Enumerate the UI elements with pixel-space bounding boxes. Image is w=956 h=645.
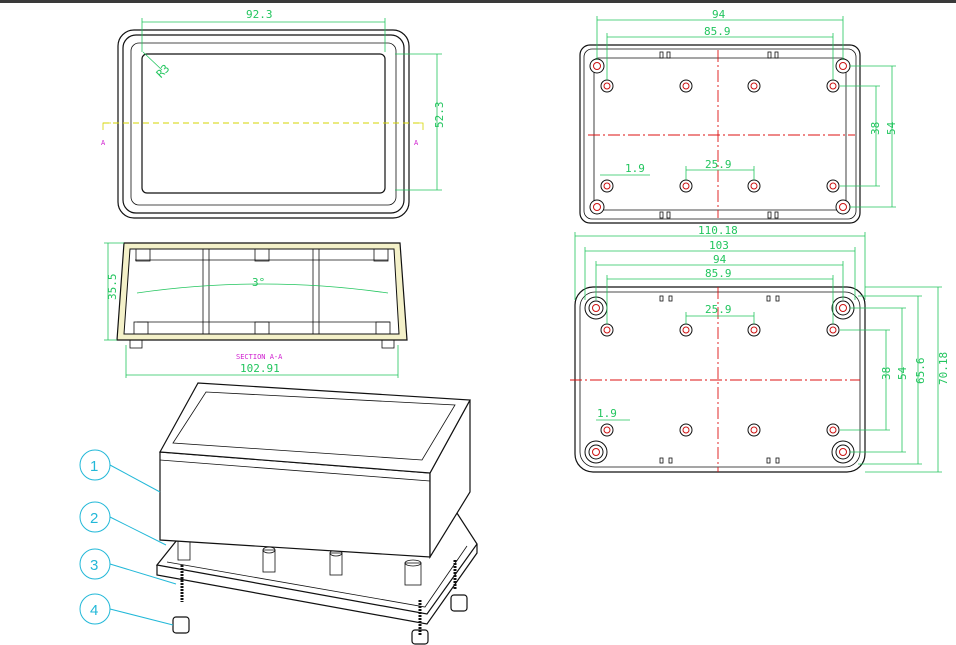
top-border-bar xyxy=(0,0,956,3)
isometric-view xyxy=(109,382,478,645)
section-title: SECTION A-A xyxy=(236,353,283,361)
upper-dim-94: 94 xyxy=(712,8,726,21)
lower-dim-103: 103 xyxy=(709,239,729,252)
top-width-dim: 92.3 xyxy=(246,8,273,21)
inside-view-lower: 110.18 103 94 85.9 25.9 1.9 38 54 xyxy=(570,224,950,473)
lower-dim-85-9: 85.9 xyxy=(705,267,732,280)
upper-dim-25-9: 25.9 xyxy=(705,158,732,171)
upper-dim-54: 54 xyxy=(885,121,898,135)
upper-dim-38: 38 xyxy=(869,122,882,135)
section-view: 3° 35.5 SECTION A-A 102.91 xyxy=(104,242,408,378)
lower-dim-65-6: 65.6 xyxy=(914,358,927,385)
section-marker-right: A xyxy=(414,139,419,147)
callout-2-label: 2 xyxy=(90,510,98,527)
lower-dim-38: 38 xyxy=(880,367,893,380)
lower-dim-110-18: 110.18 xyxy=(698,224,738,237)
callout-4-label: 4 xyxy=(90,602,98,619)
top-height-dim: 52.3 xyxy=(433,102,446,129)
lower-dim-25-9: 25.9 xyxy=(705,303,732,316)
lower-dim-54: 54 xyxy=(896,366,909,380)
callout-3: 3 xyxy=(79,548,111,580)
lower-dim-94: 94 xyxy=(713,253,727,266)
callout-4: 4 xyxy=(79,593,111,625)
inside-view-upper: 94 85.9 1.9 25.9 38 54 xyxy=(579,8,898,224)
lower-dim-70-18: 70.18 xyxy=(937,352,950,385)
top-view: A A R3 92.3 52.3 xyxy=(101,8,446,219)
section-marker-left: A xyxy=(101,139,106,147)
callout-2: 2 xyxy=(79,501,111,533)
section-height-dim: 35.5 xyxy=(106,274,119,301)
lower-dim-1-9: 1.9 xyxy=(597,407,617,420)
upper-dim-85-9: 85.9 xyxy=(704,25,731,38)
callout-1-label: 1 xyxy=(90,458,98,475)
callout-3-label: 3 xyxy=(90,557,98,574)
draft-angle-label: 3° xyxy=(252,276,265,289)
section-width-dim: 102.91 xyxy=(240,362,280,375)
callout-1: 1 xyxy=(79,449,111,481)
upper-dim-1-9: 1.9 xyxy=(625,162,645,175)
